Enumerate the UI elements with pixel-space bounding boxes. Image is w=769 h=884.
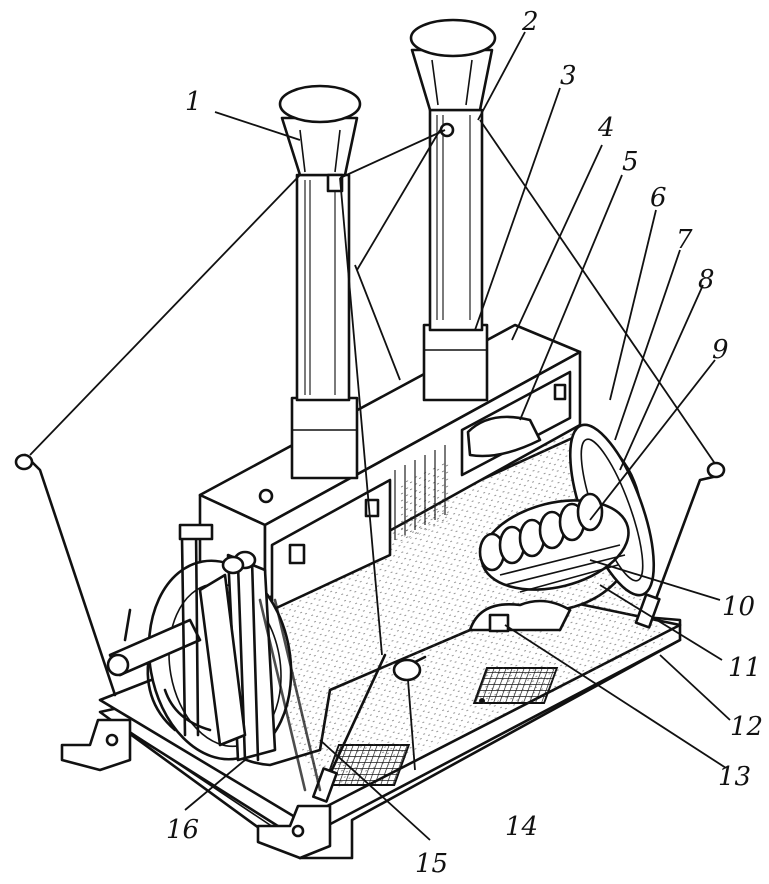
instrument-5 [466,415,542,458]
bracket [488,613,510,633]
callout-16: 16 [166,815,199,845]
generator-housing [188,403,667,797]
callout-5: 5 [622,147,639,177]
callout-7: 7 [676,225,693,255]
callout-8: 8 [698,265,715,295]
guy-wires [14,119,726,803]
callout-14: 14 [505,812,538,842]
exhaust-stack-right [409,18,497,402]
callout-10: 10 [722,592,755,622]
callout-11: 11 [728,653,761,683]
cabinet-door-left [270,478,392,612]
callout-4: 4 [597,113,615,143]
handle-frame-16 [198,573,247,747]
callout-13: 13 [718,762,751,792]
exhaust-stack-left [278,84,362,480]
leader-lines [184,31,731,841]
callout-2: 2 [521,7,539,37]
callout-1: 1 [185,87,202,117]
callout-15: 15 [415,849,448,879]
callout-9: 9 [712,335,729,365]
callout-3: 3 [560,61,577,91]
mounting-foot-left [60,718,132,772]
pipe-a [180,528,200,737]
plug-14 [392,655,427,682]
callout-12: 12 [730,712,763,742]
callout-6: 6 [650,183,667,213]
callout-labels: 1 2 3 4 5 6 7 8 9 10 11 12 13 14 15 16 [166,7,763,879]
exciter-windings [478,492,626,593]
end-assembly [106,523,322,792]
